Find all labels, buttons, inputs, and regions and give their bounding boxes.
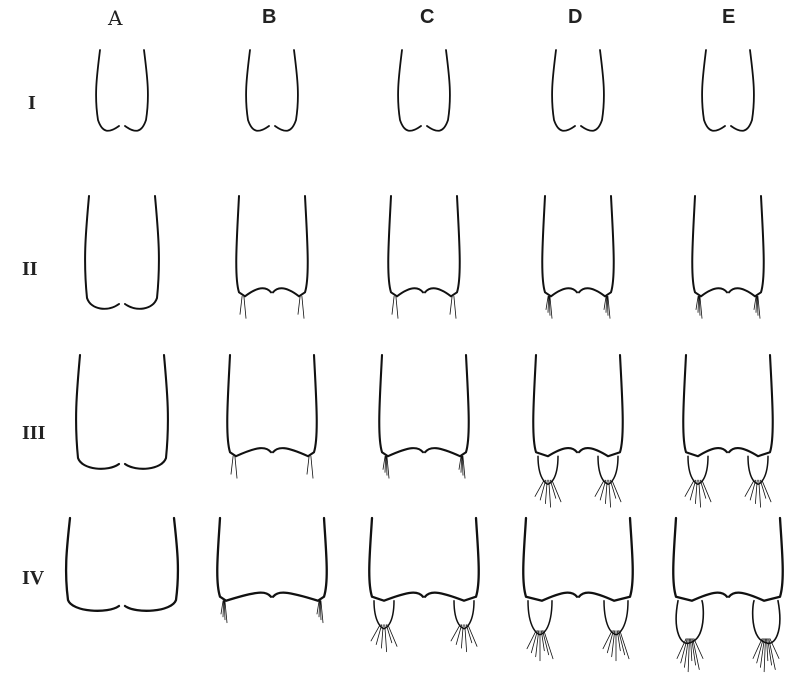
specimen-e-3-lobe-left xyxy=(688,456,708,484)
specimen-b-2-outline-left xyxy=(236,196,271,296)
specimen-c-2-outline-left xyxy=(388,196,423,296)
specimen-c-4-outline-right xyxy=(425,518,479,601)
specimen-d-3-lobe-right xyxy=(598,456,618,484)
specimen-e-2-outline-left xyxy=(692,196,727,296)
specimen-e-4-outline-left xyxy=(673,518,727,601)
specimen-d-4-outline-left xyxy=(523,518,577,601)
specimen-d-1-outline-left xyxy=(552,50,575,131)
specimen-c-3-setae-left xyxy=(383,456,389,478)
specimen-b-3-outline-right xyxy=(273,355,317,456)
specimen-c-3-setae-right xyxy=(459,456,465,478)
specimen-c-2-setae-left xyxy=(392,296,398,318)
specimen-e-4-lobe-left xyxy=(676,601,703,644)
specimen-c-4-outline-left xyxy=(369,518,423,601)
specimen-d-3-lobe-left xyxy=(538,456,558,484)
specimen-a-2-outline-right xyxy=(125,196,159,309)
specimen-e-3-outline-right xyxy=(729,355,773,456)
specimen-a-1-outline-left xyxy=(96,50,119,131)
specimen-e-2-outline-right xyxy=(729,196,764,296)
specimen-b-3-setae-right xyxy=(307,456,313,478)
specimen-c-2-setae-right xyxy=(450,296,456,318)
specimen-b-4-setae-left xyxy=(221,601,227,623)
specimen-b-3-setae-left xyxy=(231,456,237,478)
specimen-c-2-outline-right xyxy=(425,196,460,296)
specimen-b-1-outline-left xyxy=(246,50,269,131)
specimen-b-4-outline-left xyxy=(217,518,271,601)
specimen-e-4-outline-right xyxy=(729,518,783,601)
specimen-e-3-lobe-right xyxy=(748,456,768,484)
specimen-c-3-outline-left xyxy=(379,355,423,456)
specimen-c-1-outline-left xyxy=(398,50,421,131)
specimen-d-4-bristles-left xyxy=(527,631,553,661)
specimen-a-3-outline-right xyxy=(125,355,168,469)
specimen-d-3-outline-left xyxy=(533,355,577,456)
specimen-e-1-outline-right xyxy=(731,50,754,131)
specimen-e-3-outline-left xyxy=(683,355,727,456)
specimen-e-4-bristles-right xyxy=(753,639,779,672)
specimen-d-2-setae-right xyxy=(604,296,610,318)
specimen-d-4-outline-right xyxy=(579,518,633,601)
specimen-d-3-outline-right xyxy=(579,355,623,456)
specimen-b-1-outline-right xyxy=(275,50,298,131)
specimen-e-1-outline-left xyxy=(702,50,725,131)
specimen-b-4-setae-right xyxy=(317,601,323,623)
specimen-d-2-setae-left xyxy=(546,296,552,318)
specimen-e-2-setae-right xyxy=(754,296,760,318)
specimen-d-4-bristles-right xyxy=(603,631,629,661)
specimen-e-2-setae-left xyxy=(696,296,702,318)
specimen-a-2-outline-left xyxy=(85,196,119,309)
specimen-d-4-lobe-right xyxy=(604,601,628,635)
specimen-a-3-outline-left xyxy=(76,355,119,469)
specimen-b-4-outline-right xyxy=(273,518,327,601)
specimen-b-2-outline-right xyxy=(273,196,308,296)
specimen-c-3-outline-right xyxy=(425,355,469,456)
specimen-b-2-setae-right xyxy=(298,296,304,318)
specimen-a-4-outline-left xyxy=(66,518,119,611)
specimen-c-4-lobe-left xyxy=(374,601,394,629)
specimen-a-1-outline-right xyxy=(125,50,148,131)
specimen-c-1-outline-right xyxy=(427,50,450,131)
specimen-e-4-lobe-right xyxy=(753,601,780,644)
specimen-d-1-outline-right xyxy=(581,50,604,131)
specimen-b-2-setae-left xyxy=(240,296,246,318)
specimen-b-3-outline-left xyxy=(227,355,271,456)
specimen-d-2-outline-left xyxy=(542,196,577,296)
specimen-d-4-lobe-left xyxy=(528,601,552,635)
specimen-c-4-lobe-right xyxy=(454,601,474,629)
specimen-e-4-bristles-left xyxy=(677,639,703,672)
specimen-d-2-outline-right xyxy=(579,196,614,296)
specimen-a-4-outline-right xyxy=(125,518,178,611)
